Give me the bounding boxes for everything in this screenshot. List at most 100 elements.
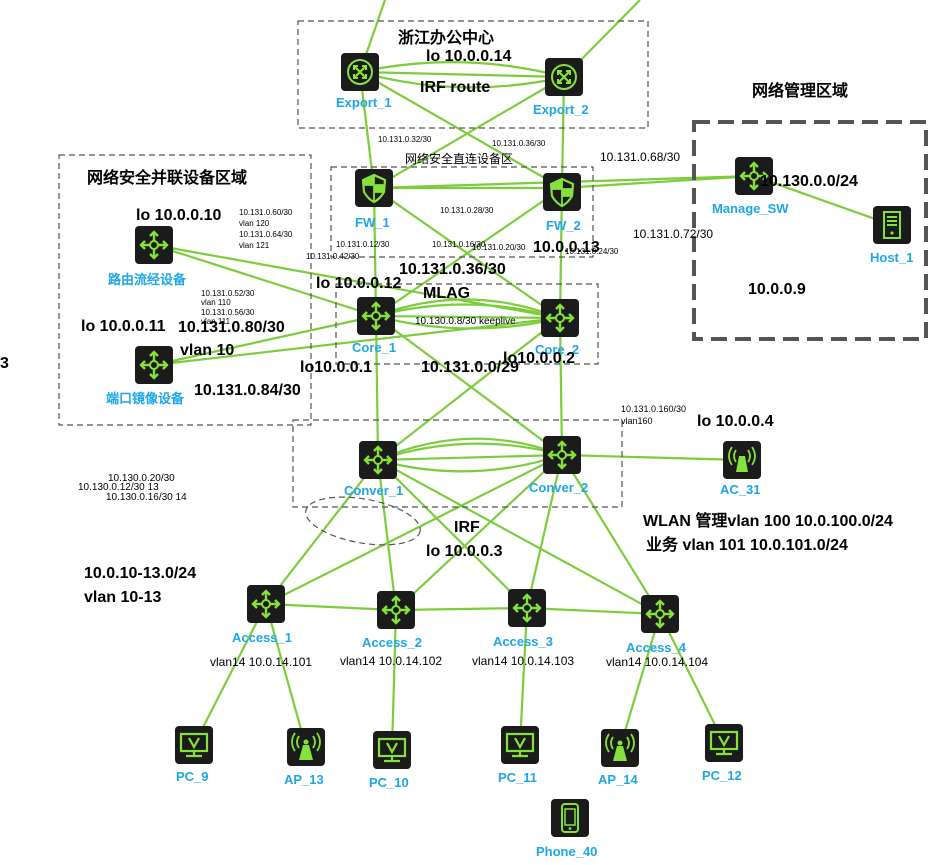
label-vlan121: vlan 121 xyxy=(239,241,270,250)
label-wlan-biz: 业务 vlan 101 10.0.101.0/24 xyxy=(646,535,848,554)
pc-icon-pc9[interactable] xyxy=(173,724,215,766)
phone-icon-phone40[interactable] xyxy=(550,798,590,838)
label-irf-route: IRF route xyxy=(420,79,490,96)
label-keepalive: 10.130.0.8/30 keeplive xyxy=(415,316,516,327)
zone-title-security-direct: 网络安全直连设备区 xyxy=(405,151,513,166)
label-net-16b: 10.130.0.16/30 14 xyxy=(106,492,187,503)
label-lo-core1: lo 10.0.0.12 xyxy=(316,275,401,292)
firewall-icon-fw2[interactable] xyxy=(541,171,583,213)
label-net-12b: 10.130.0.12/30 13 xyxy=(78,482,159,493)
irf-ellipse xyxy=(305,496,421,546)
label-vlan120: vlan 120 xyxy=(239,219,270,228)
host-icon-host1[interactable] xyxy=(872,205,912,245)
switch-icon-access2[interactable] xyxy=(375,589,417,631)
device-label-pc9: PC_9 xyxy=(176,769,209,784)
label-net-28: 10.131.0.28/30 xyxy=(440,206,494,215)
device-label-phone40: Phone_40 xyxy=(536,844,597,859)
label-acc1-vlan: vlan14 10.0.14.101 xyxy=(210,655,312,669)
device-label-conver1: Conver_1 xyxy=(344,483,403,498)
switch-icon-router-drain[interactable] xyxy=(133,224,175,266)
device-label-manage-sw: Manage_SW xyxy=(712,201,789,216)
label-access-vlan: vlan 10-13 xyxy=(84,589,161,606)
device-label-mirror: 端口镜像设备 xyxy=(106,391,185,406)
device-label-ac31: AC_31 xyxy=(720,482,760,497)
label-lo-conver: lo 10.0.0.3 xyxy=(426,543,503,560)
label-vlan160: vlan160 xyxy=(621,416,653,426)
label-lo-export: lo 10.0.0.14 xyxy=(426,48,511,65)
device-label-fw1: FW_1 xyxy=(355,215,390,230)
device-label-export1: Export_1 xyxy=(336,95,392,110)
label-vlan111: vlan 111 xyxy=(201,317,231,326)
label-lo-fw: 10.0.0.13 xyxy=(533,239,600,256)
zone-title-mgmt: 网络管理区域 xyxy=(752,81,848,100)
device-label-pc10: PC_10 xyxy=(369,775,409,790)
label-net-20: 10.131.0.20/30 xyxy=(472,243,526,252)
device-label-pc12: PC_12 xyxy=(702,768,742,783)
label-acc3-vlan: vlan14 10.0.14.103 xyxy=(472,654,574,668)
switch-icon-mirror[interactable] xyxy=(133,344,175,386)
device-label-host1: Host_1 xyxy=(870,250,913,265)
switch-icon-core1[interactable] xyxy=(355,295,397,337)
label-net-36s: 10.131.0.36/30 xyxy=(492,139,546,148)
label-net-36b: 10.131.0.36/30 xyxy=(399,261,506,278)
ap-icon-ap14[interactable] xyxy=(600,728,640,768)
device-label-conver2: Conver_2 xyxy=(529,480,588,495)
label-irf: IRF xyxy=(454,519,480,536)
switch-icon-conver1[interactable] xyxy=(357,439,399,481)
label-net-24: 10.131.0.24/30 xyxy=(565,247,619,256)
router-icon-export2[interactable] xyxy=(543,56,585,98)
label-lo-mgmt: 10.0.0.9 xyxy=(748,281,806,298)
device-label-access3: Access_3 xyxy=(493,634,553,649)
zone-box-zhejiang xyxy=(297,20,649,129)
switch-icon-conver2[interactable] xyxy=(541,434,583,476)
zone-box-core xyxy=(335,283,599,365)
pc-icon-pc10[interactable] xyxy=(371,729,413,771)
label-net-56: 10.131.0.56/30 xyxy=(201,308,255,317)
label-net-12: 10.131.0.12/30 xyxy=(336,240,390,249)
label-access-net: 10.0.10-13.0/24 xyxy=(84,565,196,582)
label-net-32: 10.131.0.32/30 xyxy=(378,135,432,144)
label-vlan110: vlan 110 xyxy=(201,298,231,307)
label-net-029: 10.131.0.0/29 xyxy=(421,359,519,376)
switch-icon-access1[interactable] xyxy=(245,583,287,625)
switch-icon-access3[interactable] xyxy=(506,587,548,629)
zone-box-security-parallel xyxy=(58,154,312,426)
device-label-ap14: AP_14 xyxy=(598,772,639,787)
pc-icon-pc12[interactable] xyxy=(703,722,745,764)
device-label-access4: Access_4 xyxy=(626,640,687,655)
label-wlan-mgmt: WLAN 管理vlan 100 10.0.100.0/24 xyxy=(643,511,893,530)
device-label-core1: Core_1 xyxy=(352,340,396,355)
label-net-52: 10.131.0.52/30 xyxy=(201,289,255,298)
router-icon-export1[interactable] xyxy=(339,51,381,93)
label-lo-ac: lo 10.0.0.4 xyxy=(697,413,774,430)
label-net-160: 10.131.0.160/30 xyxy=(621,404,686,414)
device-label-pc11: PC_11 xyxy=(498,770,537,785)
label-lo-router: lo 10.0.0.10 xyxy=(136,207,221,224)
device-label-fw2: FW_2 xyxy=(546,218,581,233)
label-net-68: 10.131.0.68/30 xyxy=(600,150,680,164)
label-net-20b: 10.130.0.20/30 xyxy=(108,473,175,484)
links xyxy=(153,0,893,751)
firewall-icon-fw1[interactable] xyxy=(353,167,395,209)
ap-icon-ap13[interactable] xyxy=(286,727,326,767)
device-label-router-drain: 路由流经设备 xyxy=(108,272,187,287)
label-net-40: 10.131.0.42/30 xyxy=(306,252,360,261)
label-net-84: 10.131.0.84/30 xyxy=(194,382,301,399)
ac-icon-ac31[interactable] xyxy=(722,440,762,480)
switch-icon-access4[interactable] xyxy=(639,593,681,635)
switch-icon-core2[interactable] xyxy=(539,297,581,339)
device-label-export2: Export_2 xyxy=(533,102,589,117)
device-label-access2: Access_2 xyxy=(362,635,422,650)
device-label-ap13: AP_13 xyxy=(284,772,324,787)
label-lo-core-a: lo10.0.0.1 xyxy=(300,359,372,376)
label-lo-core-b: lo10.0.0.2 xyxy=(503,350,575,367)
label-net-72: 10.131.0.72/30 xyxy=(633,227,713,241)
device-label-access1: Access_1 xyxy=(232,630,292,645)
label-net-130: 10.130.0.0/24 xyxy=(760,173,858,190)
device-label-core2: Core_2 xyxy=(535,342,579,357)
label-lo-mirror: lo 10.0.0.11 xyxy=(81,318,166,335)
label-net-60: 10.131.0.60/30 xyxy=(239,208,293,217)
zone-title-security-parallel: 网络安全并联设备区域 xyxy=(87,168,247,187)
pc-icon-pc11[interactable] xyxy=(499,724,541,766)
